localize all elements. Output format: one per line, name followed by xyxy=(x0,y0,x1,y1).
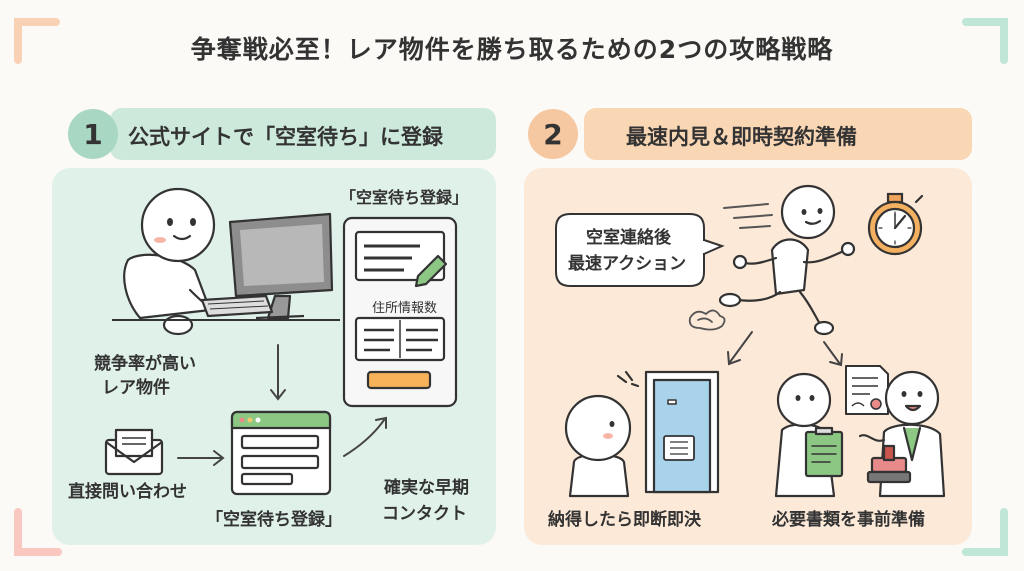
stopwatch-icon xyxy=(867,192,924,256)
direct-inquiry-label: 直接問い合わせ xyxy=(68,482,187,502)
envelope-icon xyxy=(104,428,164,476)
speed-lines xyxy=(723,203,773,229)
decide-immediately-label: 納得したら即断即決 xyxy=(548,510,701,530)
door-icon xyxy=(644,370,720,494)
early-contact-label-line1: 確実な早期 xyxy=(384,478,469,498)
person-with-clipboard-icon xyxy=(774,372,844,498)
arrow-down-left-icon xyxy=(727,331,753,366)
computer-monitor-icon xyxy=(200,212,334,320)
arrow-up-right-icon xyxy=(343,416,387,457)
strategy1-heading: 公式サイトで「空室待ち」に登録 xyxy=(128,125,443,149)
early-contact-label-line2: コンタクト xyxy=(382,504,467,524)
corner-bottom-right xyxy=(962,508,1008,556)
speech-bubble xyxy=(555,213,725,287)
vacancy-registration-label: 「空室待ち登録」 xyxy=(206,510,342,530)
page-title: 争奪戦必至！レア物件を勝ち取るための2つの攻略戦略 xyxy=(190,35,834,64)
speech-bubble-line1: 空室連絡後 xyxy=(586,228,671,248)
strategy2-heading: 最速内見＆即時契約準備 xyxy=(626,125,857,149)
corner-top-left xyxy=(14,18,60,64)
strategy1-number-badge: 1 xyxy=(68,109,118,159)
corner-bottom-left xyxy=(14,508,62,556)
rare-property-label-line2: レア物件 xyxy=(102,378,170,398)
rare-property-label-line1: 競争率が高い xyxy=(94,354,196,374)
strategy1-header xyxy=(110,108,496,160)
arrow-down-right-icon xyxy=(823,341,843,367)
strategy2-header xyxy=(584,108,972,160)
agent-with-stamp-icon xyxy=(858,370,946,498)
contract-document-icon xyxy=(845,365,889,415)
person-thinking-icon xyxy=(564,370,640,498)
strategy2-number-badge: 2 xyxy=(528,109,578,159)
corner-top-right xyxy=(962,18,1008,64)
browser-window-icon xyxy=(230,410,332,496)
dust-cloud-icon xyxy=(688,309,726,331)
arrow-right-icon xyxy=(177,450,225,466)
running-person-icon xyxy=(718,184,856,336)
speech-bubble-line2: 最速アクション xyxy=(568,254,687,274)
arrow-down-icon xyxy=(270,344,286,401)
form-title-label: 「空室待ち登録」 xyxy=(340,188,469,207)
form-field-label: 住所情報数 xyxy=(372,301,438,316)
registration-form-icon xyxy=(342,216,458,408)
prepare-documents-label: 必要書類を事前準備 xyxy=(772,510,925,530)
